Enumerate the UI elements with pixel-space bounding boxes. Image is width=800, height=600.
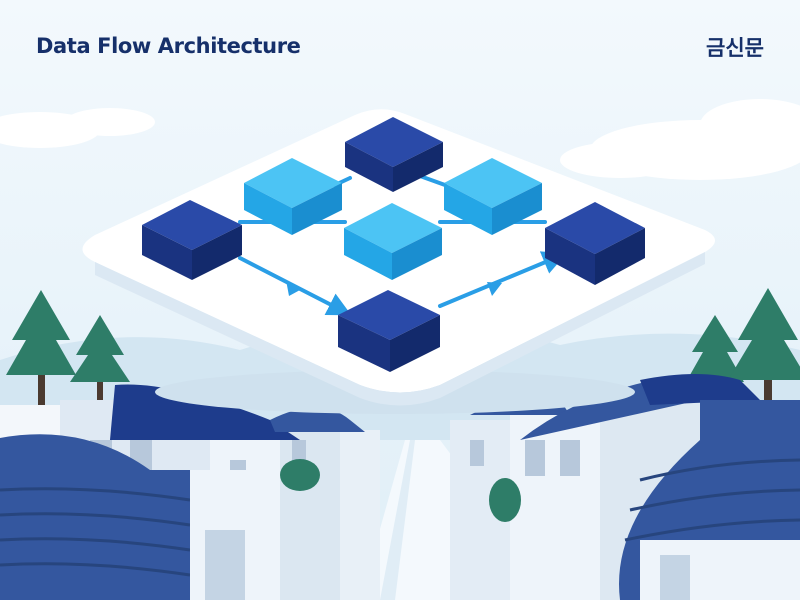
arrow-head-icon: [487, 282, 502, 296]
page-title: Data Flow Architecture: [36, 34, 301, 58]
cloud-left: [0, 108, 155, 148]
platform-edge: [95, 252, 705, 406]
connector-line: [418, 174, 447, 187]
cube-light-upper-left: [244, 158, 342, 235]
cube-navy-left: [142, 200, 242, 280]
cube-light-upper-right: [444, 158, 542, 235]
pine-tree-right-2: [728, 288, 800, 410]
arrow-path-right: [438, 251, 567, 308]
pine-tree-left-2: [70, 315, 130, 405]
pine-tree-left-1: [6, 290, 76, 405]
cube-navy-right: [545, 202, 645, 285]
brand-logo-text: 금신문: [706, 36, 764, 60]
left-roofs: [0, 384, 365, 600]
cube-light-center: [344, 203, 442, 280]
arrow-heads: [286, 280, 502, 296]
cube-navy-top: [345, 117, 443, 192]
cube-navy-bottom: [338, 290, 440, 372]
arrow-head-icon: [286, 280, 300, 296]
cloud-right: [560, 99, 800, 180]
street-line: [380, 440, 415, 600]
